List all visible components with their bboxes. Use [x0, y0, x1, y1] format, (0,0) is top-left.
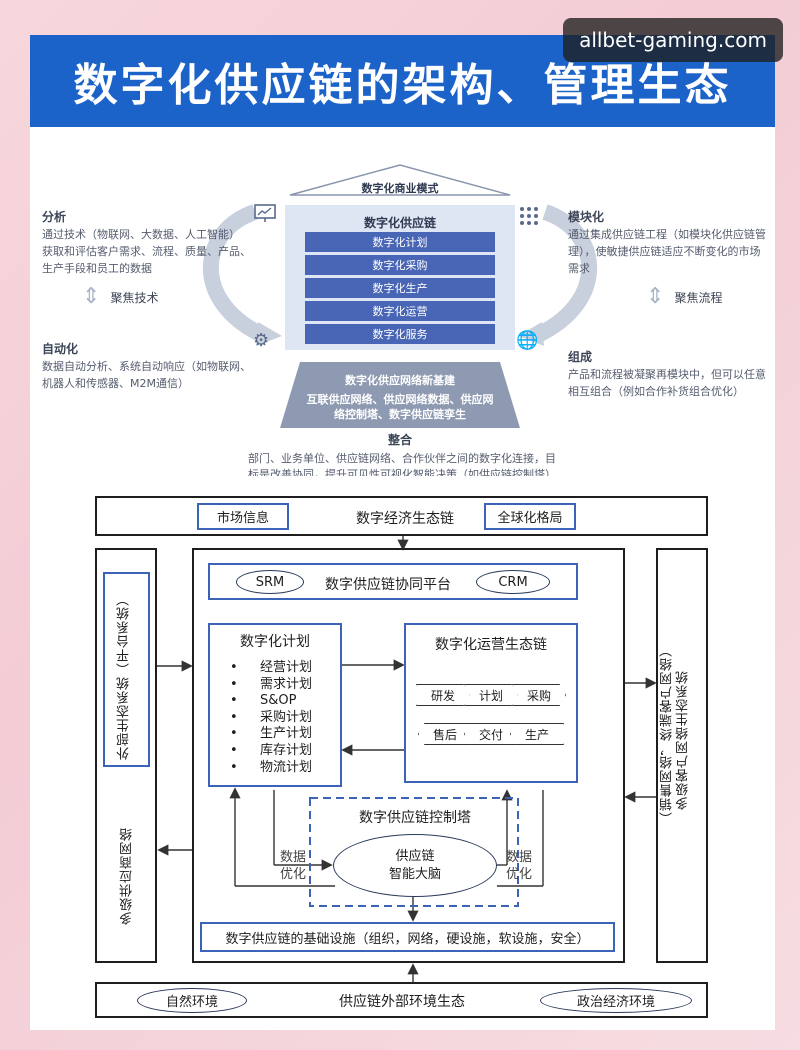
watermark: allbet-gaming.com — [563, 18, 783, 62]
right-note-2: 优化 — [505, 867, 532, 882]
ops-title: 数字化运营生态链 — [435, 637, 547, 653]
digital-economy-box — [95, 496, 708, 536]
compose-text-2: 相互组合（例如合作补货组合优化） — [568, 385, 744, 398]
chevron-rnd: 研发 — [416, 684, 470, 706]
base-title: 数字化供应网络新基建 — [345, 374, 455, 387]
plan-item: 需求计划 — [226, 677, 312, 694]
external-ecosystem-label: 外部生态系统（平台系统） — [117, 592, 132, 760]
plan-item: 采购计划 — [226, 710, 312, 727]
focus-tech: ⇕ 聚焦技术 — [82, 286, 158, 308]
focus-tech-label: 聚焦技术 — [110, 290, 159, 305]
chevron-purchase: 采购 — [512, 684, 566, 706]
focus-flow: ⇕ 聚焦流程 — [646, 286, 722, 308]
compose-text-1: 产品和流程被凝聚再模块中，但可以任意 — [568, 368, 766, 381]
plan-list: 经营计划 需求计划 S&OP 采购计划 生产计划 库存计划 物流计划 — [226, 660, 312, 776]
platform-title: 数字供应链协同平台 — [325, 577, 451, 593]
monitor-chart-icon — [253, 203, 277, 228]
plan-title: 数字化计划 — [240, 634, 310, 650]
external-environment-box — [95, 982, 708, 1018]
left-note-1: 数据 — [279, 850, 306, 865]
plan-item: 库存计划 — [226, 743, 312, 760]
integrate-text-2: 标是改善协同，提升可见性可视化智能决策（如供应链控制塔） — [248, 468, 556, 476]
brain-line-1: 供应链 — [395, 848, 435, 864]
srm-oval: SRM — [236, 570, 304, 594]
center-frame — [192, 548, 625, 963]
stack-bar-purchase: 数字化采购 — [305, 255, 495, 275]
supplier-network-label: 多级供应商网络 — [120, 827, 135, 925]
chevron-aftersales: 售后 — [418, 723, 472, 745]
compose-head: 组成 — [568, 350, 593, 364]
grid-dots-icon — [518, 205, 540, 232]
ops-box — [404, 623, 578, 783]
tower-title: 数字供应链控制塔 — [359, 810, 471, 826]
plan-box — [208, 623, 342, 787]
focus-flow-label: 聚焦流程 — [674, 290, 723, 305]
globe-icon: 🌐 — [516, 330, 539, 351]
double-arrow-icon: ⇕ — [646, 284, 665, 309]
plan-item: 经营计划 — [226, 660, 312, 677]
core-title: 数字化供应链 — [363, 216, 436, 230]
brain-oval: 供应链 智能大脑 — [333, 834, 497, 897]
plan-item: S&OP — [226, 693, 312, 710]
infrastructure-label: 数字供应链的基础设施（组织，网络，硬设施，软设施，安全） — [225, 932, 590, 947]
nature-oval: 自然环境 — [137, 988, 247, 1013]
gears-icon: ⚙ — [253, 330, 270, 351]
modular-text-2: 理），使敏捷供应链适应不断变化的市场 — [568, 245, 761, 258]
chevron-delivery: 交付 — [464, 723, 518, 745]
integrate-head: 整合 — [388, 433, 413, 447]
right-note-1: 数据 — [505, 850, 532, 865]
right-column-box — [656, 548, 708, 963]
globalization-tag: 全球化格局 — [484, 503, 576, 530]
analysis-text-1: 通过技术（物联网、大数据、人工智能） — [42, 228, 240, 241]
plan-item: 生产计划 — [226, 726, 312, 743]
politics-economy-oval: 政治经济环境 — [540, 988, 692, 1013]
chevron-production: 生产 — [510, 723, 564, 745]
stack-bar-production: 数字化生产 — [305, 278, 495, 298]
stack-bar-plan: 数字化计划 — [305, 232, 495, 252]
page-title: 数字化供应链的架构、管理生态 — [73, 60, 732, 111]
automation-text-2: 机器人和传感器、M2M通信） — [42, 377, 189, 390]
analysis-text-2: 获取和评估客户需求、流程、质量、产品、 — [42, 245, 251, 258]
base-desc-2: 络控制塔、数字供应链孪生 — [334, 408, 466, 421]
analysis-text-3: 生产手段和员工的数据 — [42, 262, 152, 275]
infrastructure-box — [200, 922, 615, 952]
modular-text-1: 通过集成供应链工程（如模块化供应链管 — [568, 228, 766, 241]
external-environment-title: 供应链外部环境生态 — [339, 994, 465, 1010]
market-info-tag: 市场信息 — [197, 503, 289, 530]
base-desc-1: 互联供应网络、供应网络数据、供应网 — [306, 393, 494, 406]
brain-line-2: 智能大脑 — [388, 866, 441, 882]
automation-head: 自动化 — [42, 342, 79, 356]
platform-box — [208, 563, 578, 600]
left-column-box — [95, 548, 157, 963]
customer-network-label: （销售网络，终端客户网络） — [660, 643, 675, 825]
plan-item: 物流计划 — [226, 760, 312, 777]
modular-head: 模块化 — [568, 210, 605, 224]
analysis-head: 分析 — [42, 210, 67, 224]
stack-bar-operation: 数字化运营 — [305, 301, 495, 321]
stack-bar-service: 数字化服务 — [305, 324, 495, 344]
left-note-2: 优化 — [279, 867, 306, 882]
integrate-text-1: 部门、业务单位、供应链网络、合作伙伴之间的数字化连接，目 — [248, 452, 556, 465]
concept-graphic: 数字化商业模式 数字化供应链 数字化计划 数字化采购 数字化生产 数字化运营 数… — [0, 0, 800, 480]
digital-economy-title: 数字经济生态链 — [356, 511, 454, 527]
external-ecosystem-box — [103, 572, 150, 767]
modular-text-3: 需求 — [568, 262, 590, 275]
double-arrow-icon: ⇕ — [82, 284, 101, 309]
crm-oval: CRM — [476, 570, 550, 594]
automation-text-1: 数据自动分析、系统自动响应（如物联网、 — [42, 360, 251, 373]
chevron-plan: 计划 — [464, 684, 518, 706]
roof-label: 数字化商业模式 — [361, 182, 439, 195]
